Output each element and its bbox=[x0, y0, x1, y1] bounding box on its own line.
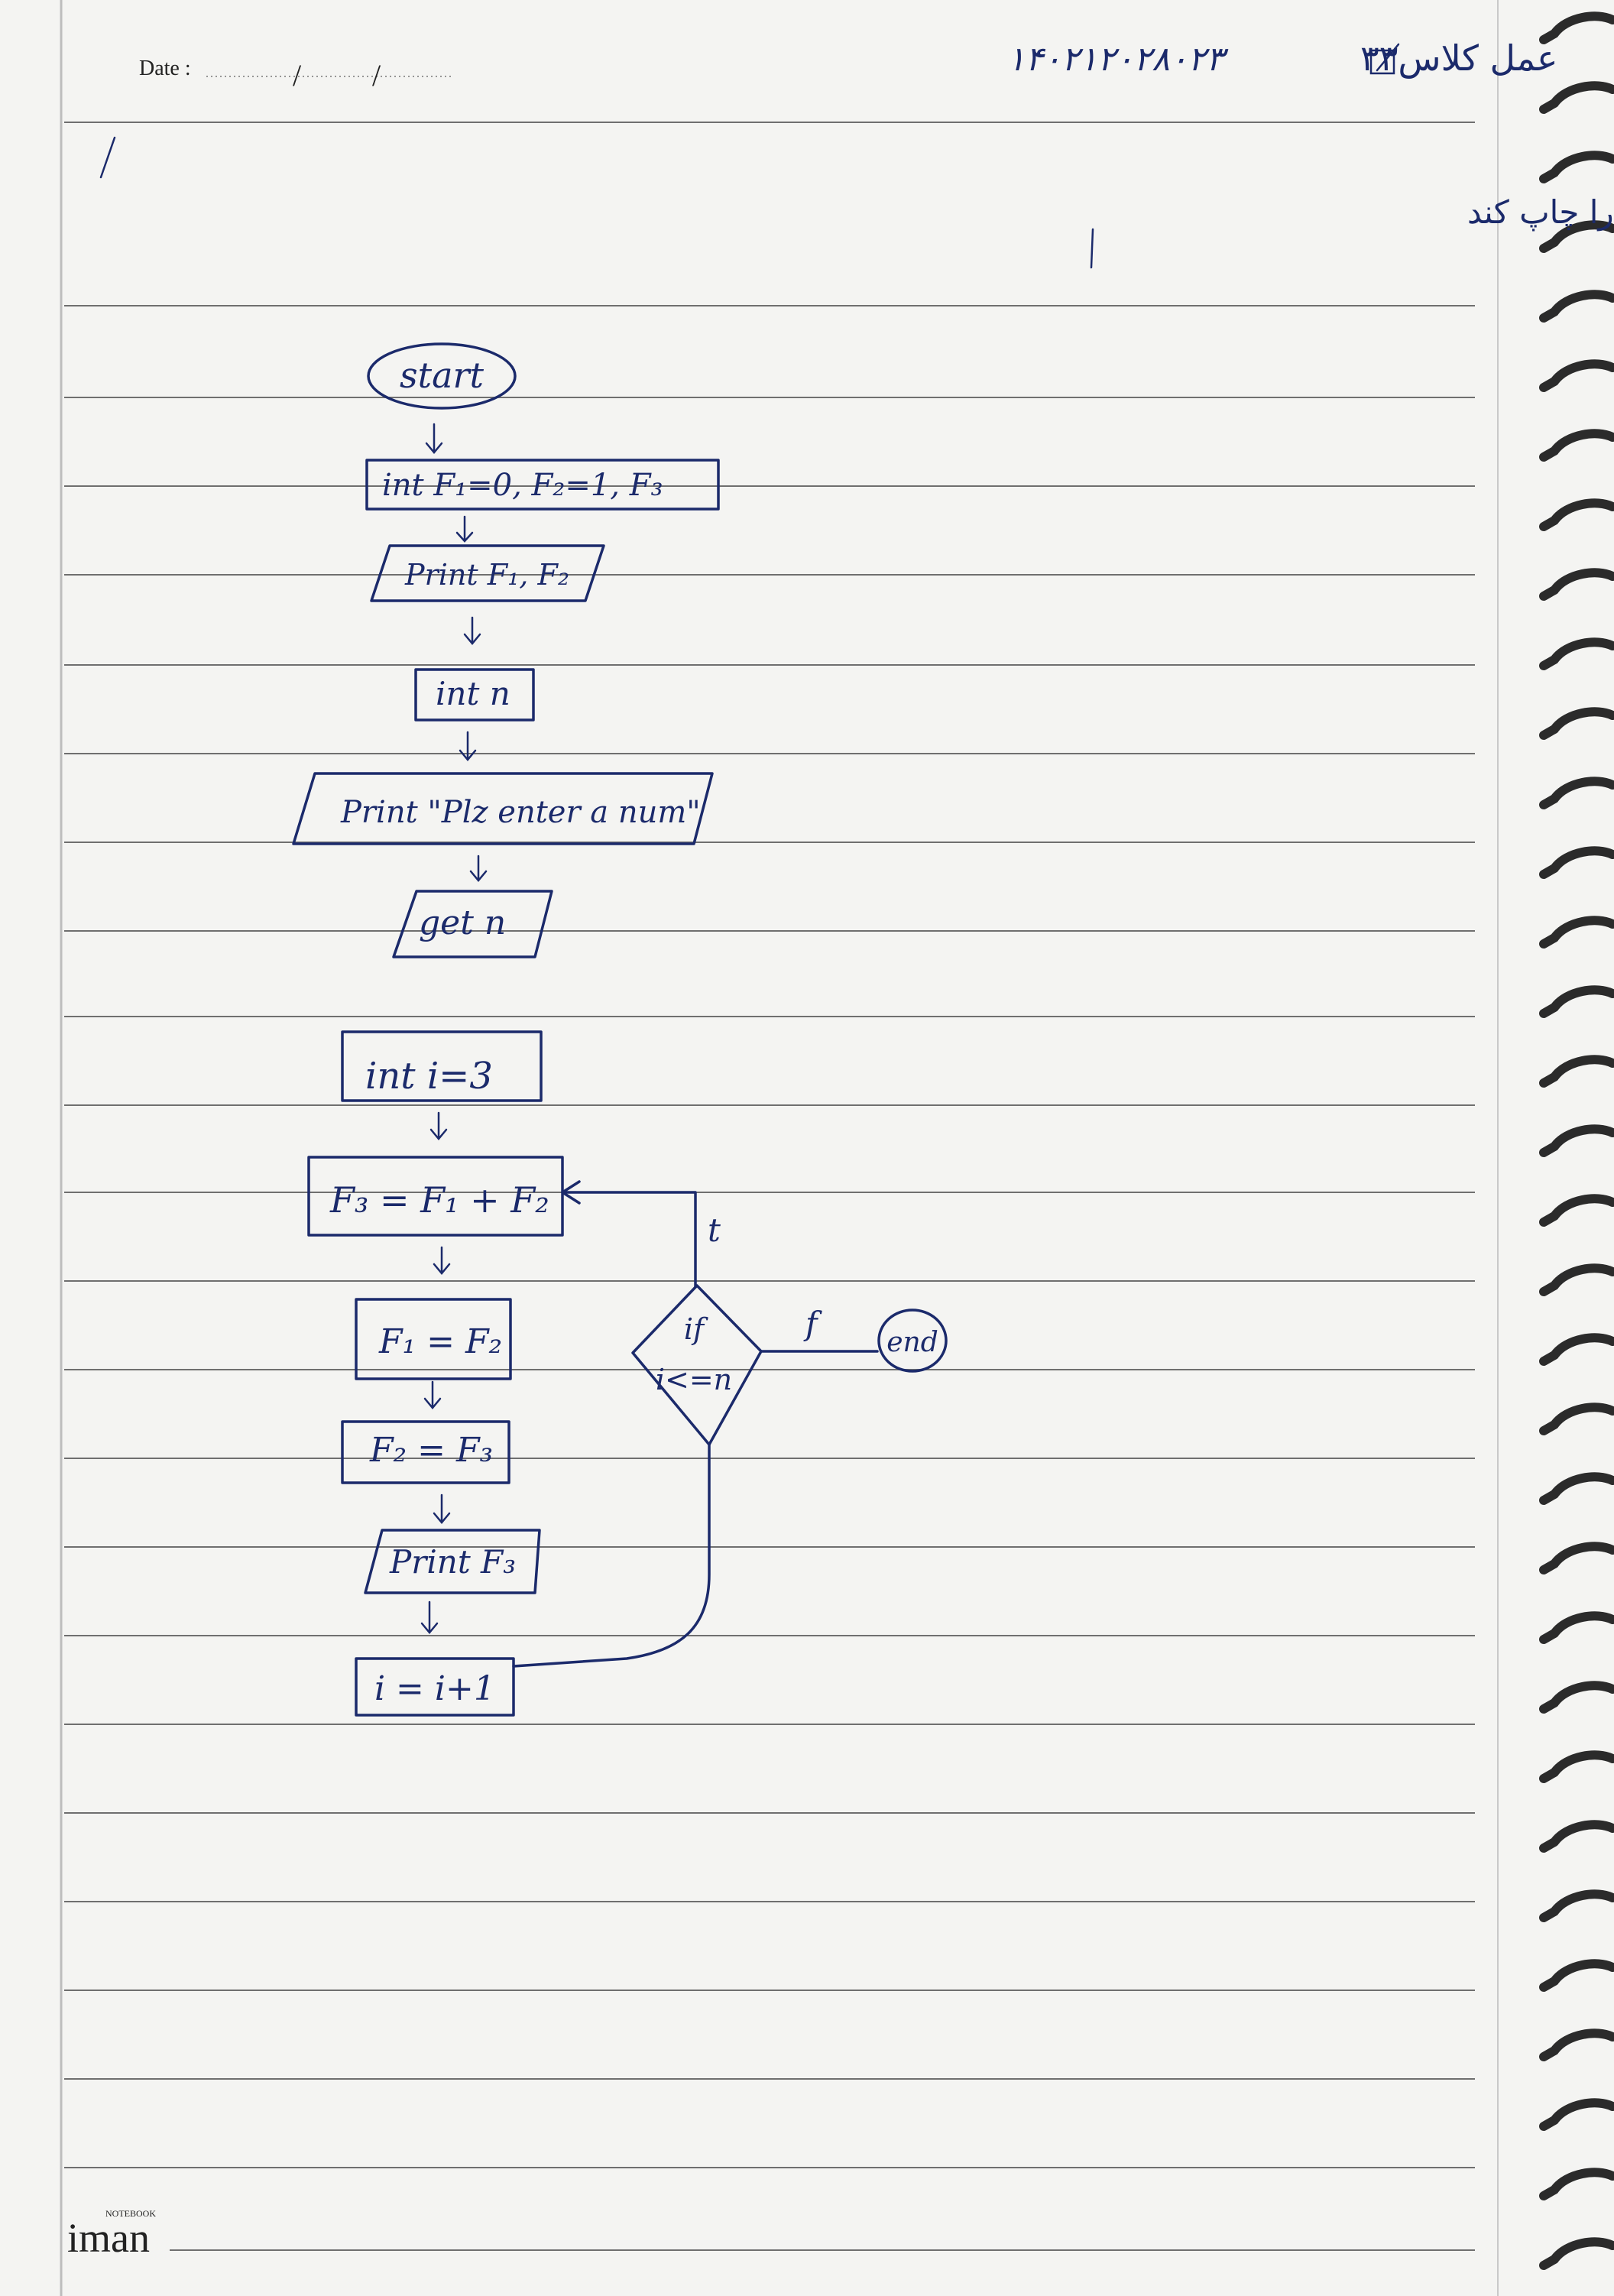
start-label: start bbox=[400, 355, 485, 396]
spiral-ring bbox=[1539, 1889, 1614, 1922]
increment-i-box bbox=[355, 1657, 515, 1717]
arrow-assign-f2 bbox=[433, 1493, 451, 1524]
prompt-box bbox=[292, 772, 714, 845]
spiral-ring bbox=[1539, 81, 1614, 114]
edit-icon bbox=[1369, 43, 1400, 75]
arrow-print bbox=[463, 616, 481, 645]
true-branch-label: t bbox=[708, 1211, 721, 1249]
spiral-ring bbox=[1539, 498, 1614, 531]
connector-true-loop bbox=[561, 1191, 697, 1289]
spiral-ring bbox=[1539, 916, 1614, 949]
assign-f2-text: F₂ = F₃ bbox=[369, 1431, 493, 1470]
spiral-ring bbox=[1539, 359, 1614, 392]
spiral-ring bbox=[1539, 985, 1614, 1018]
get-n-box bbox=[392, 890, 553, 958]
date-separator-2: / bbox=[372, 58, 381, 92]
init-i-text: int i=3 bbox=[365, 1055, 493, 1098]
spiral-ring bbox=[1539, 2237, 1614, 2270]
spiral-ring bbox=[1539, 1750, 1614, 1783]
spiral-ring bbox=[1539, 637, 1614, 670]
init-variables-box bbox=[365, 459, 720, 511]
print-f1-f2-text: Print F₁, F₂ bbox=[404, 558, 569, 592]
spiral-ring bbox=[1539, 11, 1614, 44]
brand-logo: iman bbox=[67, 2215, 150, 2261]
compute-f3-box bbox=[307, 1156, 564, 1237]
spiral-ring bbox=[1539, 1333, 1614, 1366]
spiral-ring bbox=[1539, 1055, 1614, 1088]
spiral-ring bbox=[1539, 568, 1614, 601]
arrow-prompt bbox=[469, 855, 488, 882]
arrow-assign-f1 bbox=[423, 1380, 442, 1409]
arrow-declare-n bbox=[459, 731, 477, 761]
arrow-init-i bbox=[429, 1111, 448, 1140]
spiral-ring bbox=[1539, 1681, 1614, 1714]
question-pen-stroke-2 bbox=[1090, 228, 1094, 269]
assign-f2-box bbox=[341, 1420, 510, 1484]
spiral-ring bbox=[1539, 151, 1614, 183]
end-terminal bbox=[877, 1309, 948, 1373]
init-variables-text: int F₁=0, F₂=1, F₃ bbox=[382, 468, 663, 503]
assign-f1-box bbox=[355, 1298, 512, 1380]
spiral-ring bbox=[1539, 2028, 1614, 2061]
arrow-print-f3 bbox=[420, 1600, 439, 1634]
spiral-ring bbox=[1539, 1194, 1614, 1227]
print-f3-box bbox=[364, 1529, 541, 1594]
spiral-ring bbox=[1539, 429, 1614, 462]
spiral-ring bbox=[1539, 1959, 1614, 1992]
spiral-ring bbox=[1539, 220, 1614, 253]
brand-small-label: NOTEBOOK bbox=[105, 2208, 156, 2219]
end-label: end bbox=[886, 1327, 938, 1358]
start-terminal bbox=[367, 342, 517, 410]
init-i-box bbox=[341, 1030, 543, 1102]
print-f3-text: Print F₃ bbox=[389, 1543, 516, 1581]
compute-f3-text: F₃ = F₁ + F₂ bbox=[329, 1179, 549, 1221]
arrow-init bbox=[455, 515, 474, 543]
spiral-binding bbox=[1539, 11, 1614, 2270]
date-label: Date : bbox=[139, 57, 191, 80]
prompt-text: Print "Plz enter a num" bbox=[340, 795, 701, 830]
spiral-ring bbox=[1539, 1124, 1614, 1157]
spiral-ring bbox=[1539, 2098, 1614, 2131]
spiral-ring bbox=[1539, 1820, 1614, 1853]
arrow-start bbox=[425, 423, 443, 454]
spiral-ring bbox=[1539, 1472, 1614, 1505]
connector-increment-to-decision bbox=[512, 1443, 711, 1668]
spiral-ring bbox=[1539, 777, 1614, 809]
question-pen-stroke-1 bbox=[99, 136, 116, 179]
declare-n-box bbox=[414, 668, 535, 722]
date-separator-1: / bbox=[293, 58, 302, 92]
spiral-ring bbox=[1539, 290, 1614, 323]
increment-i-text: i = i+1 bbox=[374, 1669, 495, 1708]
spiral-ring bbox=[1539, 846, 1614, 879]
arrow-compute bbox=[433, 1246, 451, 1275]
exercise-number: ۱۴۰۲۱۲۰۲۸۰۲۳ bbox=[1007, 40, 1229, 79]
spiral-ring bbox=[1539, 1611, 1614, 1644]
spiral-ring bbox=[1539, 1403, 1614, 1435]
decision-condition: i<=n bbox=[656, 1363, 732, 1396]
declare-n-text: int n bbox=[436, 675, 510, 712]
question-text: فلوچارت برنامه‌ای را رسم کنید که یک عدد … bbox=[1467, 193, 1614, 232]
ruled-lines bbox=[64, 122, 1475, 2168]
assign-f1-text: F₁ = F₂ bbox=[378, 1322, 502, 1361]
spiral-ring bbox=[1539, 1263, 1614, 1296]
print-f1-f2-box bbox=[370, 544, 605, 602]
spiral-ring bbox=[1539, 2168, 1614, 2200]
get-n-text: get n bbox=[419, 903, 506, 942]
arrow-true-loop bbox=[561, 1180, 581, 1205]
spiral-ring bbox=[1539, 707, 1614, 740]
spiral-ring bbox=[1539, 1542, 1614, 1574]
